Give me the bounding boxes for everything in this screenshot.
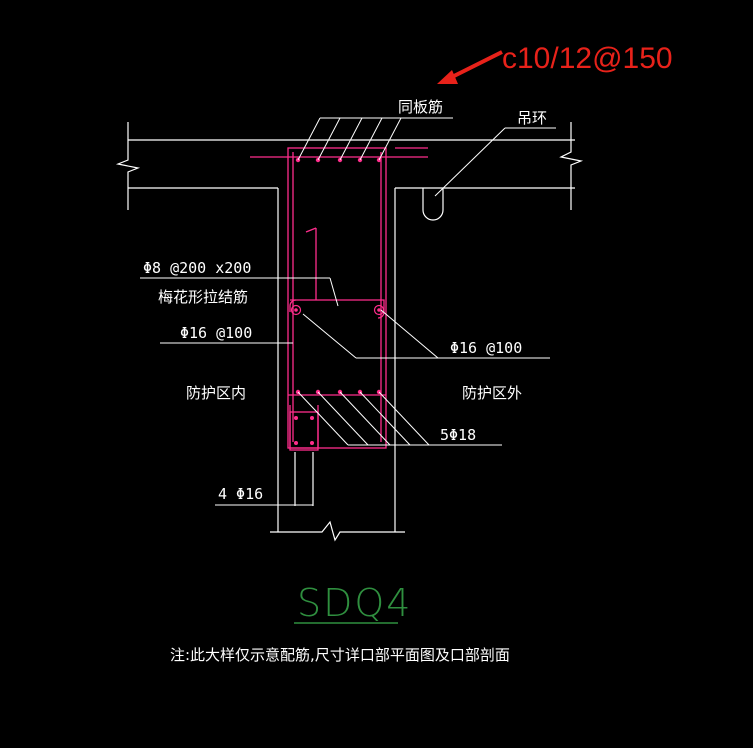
drawing-title: SDQ4 xyxy=(297,581,412,625)
label-outer-rebar: Φ16 @100 xyxy=(450,339,522,357)
callout-text: c10/12@150 xyxy=(502,42,673,75)
label-inner-rebar: Φ16 @100 xyxy=(180,324,252,342)
label-slab-rebar: 同板筋 xyxy=(398,98,443,116)
rebar-group xyxy=(250,147,428,451)
callout-arrow xyxy=(437,50,503,84)
label-lifting-ring: 吊环 xyxy=(517,109,547,127)
label-inner-zone: 防护区内 xyxy=(186,384,246,402)
leader-lines xyxy=(140,117,556,506)
label-tie-bar-desc: 梅花形拉结筋 xyxy=(158,288,248,306)
label-bottom-bars: 5Φ18 xyxy=(440,426,476,444)
label-outer-zone: 防护区外 xyxy=(462,384,522,402)
structure-outline xyxy=(115,122,584,542)
label-stub-bars: 4 Φ16 xyxy=(218,485,263,503)
label-tie-bar: Φ8 @200 x200 xyxy=(143,259,251,277)
drawing-note: 注:此大样仅示意配筋,尺寸详口部平面图及口部剖面 xyxy=(170,646,510,664)
